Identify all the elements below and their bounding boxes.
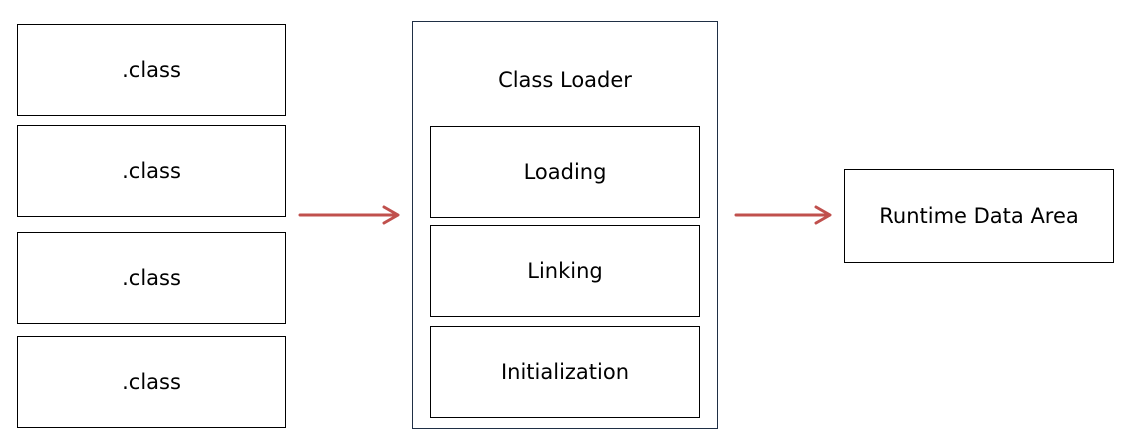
arrow-to-class-loader bbox=[298, 205, 400, 225]
class-file-label: .class bbox=[122, 58, 181, 82]
class-file-label: .class bbox=[122, 370, 181, 394]
class-file-label: .class bbox=[122, 266, 181, 290]
arrow-to-runtime-data-area bbox=[734, 205, 832, 225]
phase-label: Loading bbox=[523, 160, 607, 184]
class-file-box: .class bbox=[17, 232, 286, 324]
phase-label: Initialization bbox=[500, 360, 630, 384]
class-file-box: .class bbox=[17, 336, 286, 428]
linking-phase-box: Linking bbox=[430, 225, 700, 317]
class-loader-title: Class Loader bbox=[498, 68, 632, 92]
class-file-box: .class bbox=[17, 24, 286, 116]
runtime-data-area-label: Runtime Data Area bbox=[879, 204, 1079, 228]
loading-phase-box: Loading bbox=[430, 126, 700, 218]
phase-label: Linking bbox=[527, 259, 603, 283]
runtime-data-area-box: Runtime Data Area bbox=[844, 169, 1114, 263]
class-file-box: .class bbox=[17, 125, 286, 217]
class-file-label: .class bbox=[122, 159, 181, 183]
initialization-phase-box: Initialization bbox=[430, 326, 700, 418]
